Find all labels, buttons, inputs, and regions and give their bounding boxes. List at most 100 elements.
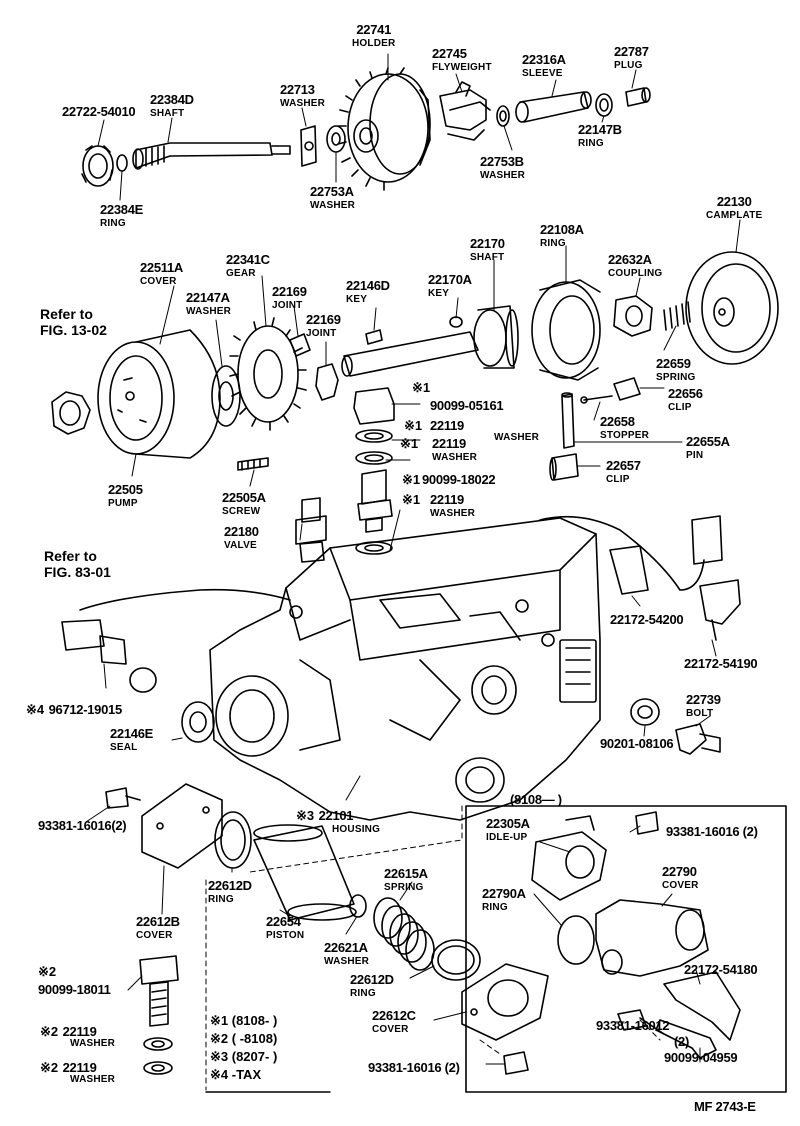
sleeve-22316A-drawing [515,91,592,123]
label-22172-54180: 22172-54180 [684,962,758,977]
ring-22612D-b-drawing [431,939,481,981]
washer-90201-drawing [630,698,660,726]
bracket-22172-54190-drawing [699,579,741,641]
legend-row-3: ※3 (8207- ) [210,1049,278,1064]
legend-row-2: ※2 ( -8108) [210,1031,278,1046]
label-90201-08106: 90201-08106 [600,736,674,751]
nut-refer-fig13-drawing [51,391,91,435]
label-93381-16016-left: 93381-16016(2) [38,818,127,833]
washer-22621A-drawing [349,894,367,918]
label-x1-90099-18022: ※1 [402,472,421,487]
bolt-93381-bottom-drawing [503,1051,529,1075]
ring-22384E-drawing [116,154,128,172]
joint-22169-a-drawing [289,333,311,357]
label-x2-90099-18011: ※2 [38,964,57,979]
cover-22790-drawing [595,899,709,977]
label-93381-16016-bottom: 93381-16016 (2) [368,1060,460,1075]
coupling-22632A-drawing [613,295,653,337]
legend-row-1: ※1 (8108- ) [210,1013,278,1028]
cover-22612C-drawing [461,963,549,1041]
label-90099-05161: 90099-05161 [430,398,504,413]
washer-22713-drawing [300,125,317,167]
label-x4-96712-19015: ※4 96712-19015 [26,702,122,717]
bracket-22172-54180-drawing [663,971,741,1041]
label-22119-d-sub: WASHER [70,1038,116,1049]
wire-22172-54200-drawing [539,515,723,595]
ring-22108A-drawing [531,279,601,381]
ring-22147B-drawing [595,93,613,117]
stopper-22658-drawing [580,395,613,404]
label-x2-22119-d: ※2 22119 [40,1024,97,1039]
leader-lines [85,53,741,1065]
shaft-22170-drawing [341,305,519,377]
seal-22146E-drawing [181,701,215,743]
label-x1-22119-c: ※1 [402,492,421,507]
washer-22753A-drawing [326,125,346,153]
label-22119-a: 22119 [430,418,464,433]
bolt-22739-drawing [675,723,721,755]
key-22146D-drawing [365,329,383,345]
washer-22753B-drawing [496,105,510,127]
ring-22612D-a-drawing [214,811,252,869]
valve-stack-drawing [353,387,395,555]
idle-up-22305A-drawing [531,815,607,901]
figure-code: MF 2743-E [694,1099,756,1114]
cover-22612B-drawing [141,783,223,869]
legend-row-4: ※4 -TAX [210,1067,262,1082]
clip-22657-drawing [549,453,579,481]
holder-22741-drawing [337,67,431,191]
label-93381-16012-qty: (2) [674,1034,689,1049]
label-x3-22101: ※3 22101 [296,808,354,823]
label-22101-sub: HOUSING [332,824,381,835]
label-22119-e-sub: WASHER [70,1074,116,1085]
joint-22169-b-drawing [315,363,339,401]
label-x1-22119-b: ※1 [400,436,419,451]
housing-22101-drawing [209,517,601,821]
label-22119-a-sub: WASHER [494,432,540,443]
label-x2-22119-e: ※2 22119 [40,1060,97,1075]
bolt-90099-18011-drawing [139,955,179,1027]
label-22172-54200: 22172-54200 [610,612,684,627]
spring-22615A-drawing [373,897,435,971]
nut-22722-drawing [81,145,114,187]
label-22172-54190: 22172-54190 [684,656,758,671]
washers-22119-bottom-drawing [143,1037,173,1075]
valve-22180-drawing [295,497,327,563]
shaft-22384D-drawing [132,142,291,170]
piston-22654-drawing [253,824,357,921]
ring-22790A-drawing [557,915,595,965]
